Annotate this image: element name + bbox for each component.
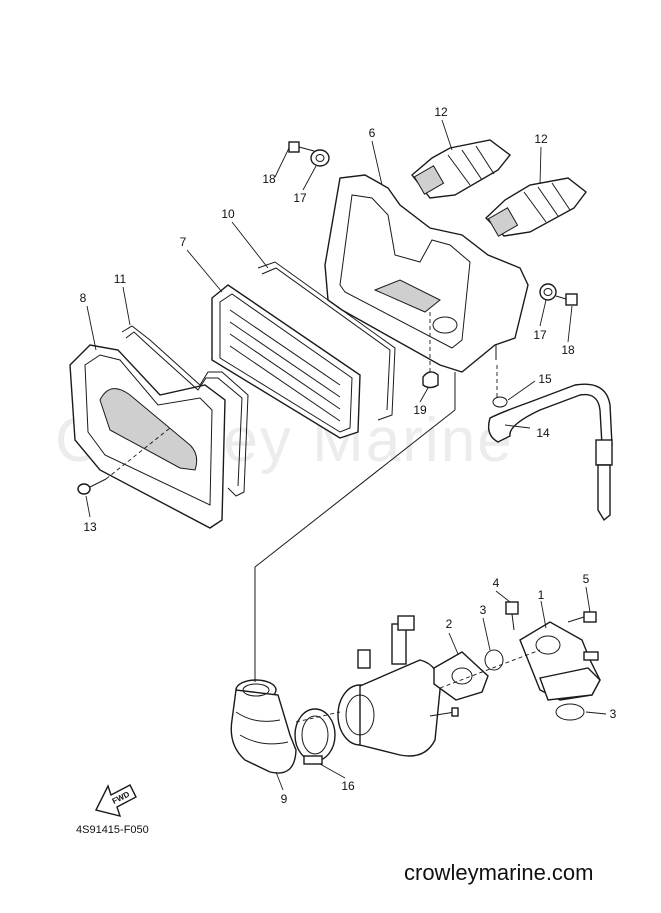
part-18-bolt-upper	[288, 141, 315, 153]
callout-4: 4	[493, 576, 500, 590]
part-13-screw	[77, 478, 107, 495]
part-11-gasket	[121, 325, 249, 497]
callout-12-lower: 12	[534, 132, 548, 146]
part-17-collar-right	[539, 283, 557, 301]
callout-18-right: 18	[561, 343, 575, 357]
part-3-o-ring-lower	[555, 703, 585, 721]
part-16-hose-clamp	[294, 708, 336, 765]
part-9-joint	[230, 679, 297, 774]
leader-lines	[85, 119, 607, 791]
part-15-clip	[492, 396, 508, 408]
callout-labels: 1 2 3 3 4 5 6 7 8 9 10 11 12 12 13 14 15…	[80, 105, 617, 806]
part-4-bolt	[505, 601, 519, 631]
callout-13: 13	[83, 520, 97, 534]
part-5-bolt	[567, 611, 597, 623]
callout-7: 7	[180, 235, 187, 249]
callout-19: 19	[413, 403, 427, 417]
callout-1: 1	[538, 588, 545, 602]
callout-9: 9	[281, 792, 288, 806]
part-19-clamp	[422, 371, 439, 389]
part-8-cover	[69, 344, 226, 529]
callout-2: 2	[446, 617, 453, 631]
callout-12-upper: 12	[434, 105, 448, 119]
callout-17-upper: 17	[293, 191, 307, 205]
part-14-drain-hose	[487, 383, 613, 522]
callout-6: 6	[369, 126, 376, 140]
callout-3-lower: 3	[610, 707, 617, 721]
callout-5: 5	[583, 572, 590, 586]
part-17-collar-upper	[310, 149, 330, 167]
diagram-code: 4S91415-F050	[76, 824, 149, 836]
callout-18-upper: 18	[262, 172, 276, 186]
part-18-bolt-right	[555, 293, 578, 306]
callout-10: 10	[221, 207, 235, 221]
callout-16: 16	[341, 779, 355, 793]
footer-url: crowleymarine.com	[404, 860, 594, 885]
part-12-duct-lower	[484, 177, 587, 237]
callout-17-right: 17	[533, 328, 547, 342]
part-7-filter-element	[211, 284, 361, 439]
assembly-lines	[105, 312, 541, 723]
fwd-arrow-icon: FWD	[94, 784, 137, 817]
carburetor	[337, 615, 459, 757]
callout-14: 14	[536, 426, 550, 440]
part-3-o-ring-upper	[484, 649, 504, 671]
part-12-duct-upper	[411, 139, 511, 199]
part-2-insulator	[433, 651, 489, 701]
part-1-manifold	[519, 621, 601, 701]
callout-3-upper: 3	[480, 603, 487, 617]
callout-11: 11	[114, 272, 127, 286]
part-6-case	[324, 174, 529, 373]
callout-15: 15	[538, 372, 552, 386]
part-10-seal	[257, 261, 396, 421]
callout-8: 8	[80, 291, 87, 305]
